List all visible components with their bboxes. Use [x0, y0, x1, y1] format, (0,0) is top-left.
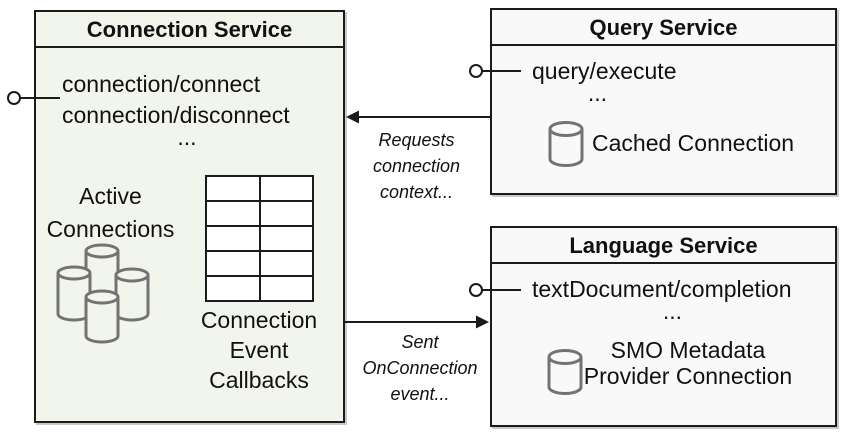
connection-disconnect-method: connection/disconnect [62, 102, 290, 128]
table-cell [206, 201, 260, 226]
requests-connection-context-annotation: Requests connection context... [372, 130, 461, 202]
table-cell [259, 251, 313, 276]
connection-event-callbacks-label: Connection Event Callbacks [200, 307, 318, 393]
connection-methods-ellipsis: ... [177, 124, 197, 150]
table-cell [206, 226, 260, 251]
connection-service-title: Connection Service [36, 12, 343, 48]
active-connections-label: Active Connections [46, 183, 175, 242]
database-icon [547, 349, 583, 395]
smo-metadata-provider-label: SMO Metadata Provider Connection [583, 337, 793, 389]
sent-onconnection-event-annotation: Sent OnConnection event... [362, 332, 478, 404]
callbacks-table [205, 175, 314, 302]
connection-connect-method: connection/connect [62, 71, 261, 97]
arrow-left-icon [346, 110, 490, 124]
table-cell [206, 251, 260, 276]
query-service-box: Query Service [490, 8, 837, 195]
language-service-title: Language Service [492, 228, 835, 264]
table-cell [259, 226, 313, 251]
query-methods-ellipsis: ... [587, 80, 608, 106]
table-cell [259, 176, 313, 201]
query-service-title: Query Service [492, 10, 835, 46]
query-execute-method: query/execute [532, 58, 677, 84]
cached-connection-label: Cached Connection [592, 130, 795, 156]
language-methods-ellipsis: ... [662, 298, 683, 324]
table-cell [206, 276, 260, 301]
table-cell [259, 201, 313, 226]
database-cluster-icon [56, 243, 150, 344]
table-cell [259, 276, 313, 301]
database-icon [548, 121, 584, 167]
arrow-right-icon [345, 315, 489, 329]
textdocument-completion-method: textDocument/completion [532, 276, 792, 302]
language-service-box: Language Service [490, 226, 837, 427]
table-cell [206, 176, 260, 201]
